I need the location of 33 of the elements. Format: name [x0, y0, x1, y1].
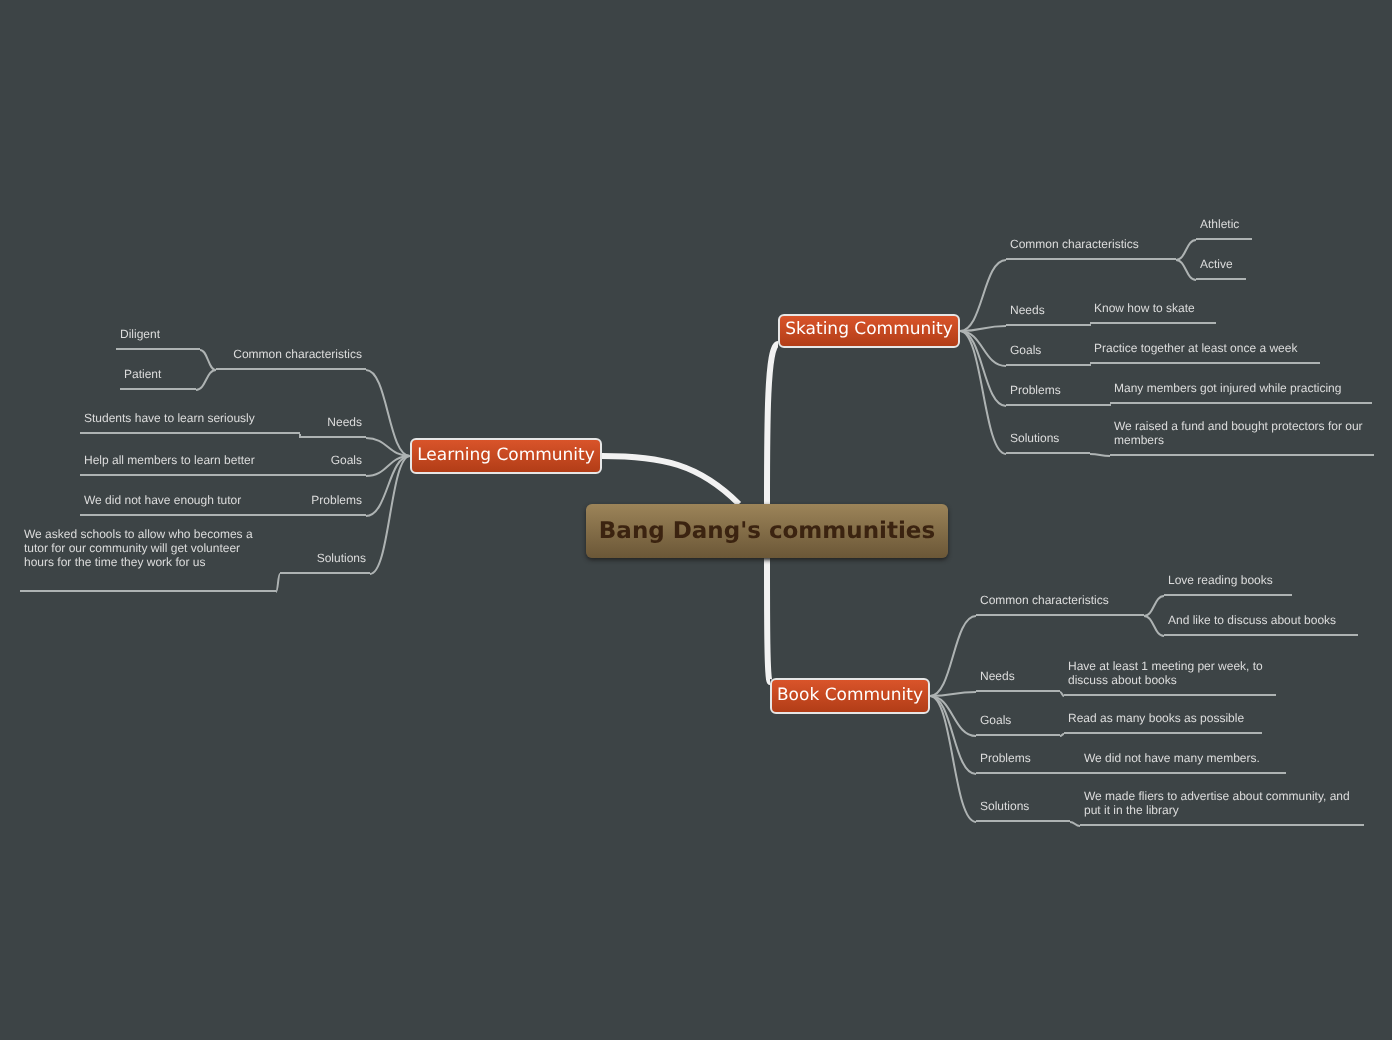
- connector-line: [1059, 691, 1065, 697]
- connector-line: [369, 455, 411, 575]
- connector-line: [1089, 453, 1111, 457]
- connector-line: [929, 695, 977, 775]
- connector-line: [959, 330, 1007, 407]
- connector-line: [929, 695, 977, 737]
- connector-line: [1143, 615, 1165, 637]
- connector-line: [764, 341, 780, 504]
- central-topic-box: Bang Dang's communities: [586, 504, 948, 558]
- connector-line: [959, 259, 1007, 332]
- topic-box: Skating Community: [778, 314, 960, 348]
- connector-line: [959, 330, 1007, 455]
- connector-line: [365, 455, 411, 517]
- connector-line: [195, 369, 217, 391]
- connector-line: [929, 615, 977, 697]
- connector-line: [959, 330, 1007, 367]
- topic-box: Book Community: [770, 678, 930, 714]
- connector-line: [601, 453, 742, 507]
- topic-box: Learning Community: [410, 438, 602, 474]
- connector-line: [199, 349, 217, 371]
- connector-line: [764, 558, 773, 683]
- connector-line: [929, 695, 977, 823]
- connector-line: [929, 691, 977, 697]
- connector-line: [1175, 239, 1197, 261]
- connector-line: [1143, 595, 1165, 617]
- connector-line: [365, 369, 411, 457]
- connector-line: [275, 573, 281, 593]
- connector-line: [959, 325, 1007, 332]
- connector-line: [365, 437, 411, 457]
- connector-line: [365, 455, 411, 477]
- connector-line: [1069, 821, 1081, 827]
- connector-line: [1175, 259, 1197, 281]
- connector-line: [1059, 733, 1065, 737]
